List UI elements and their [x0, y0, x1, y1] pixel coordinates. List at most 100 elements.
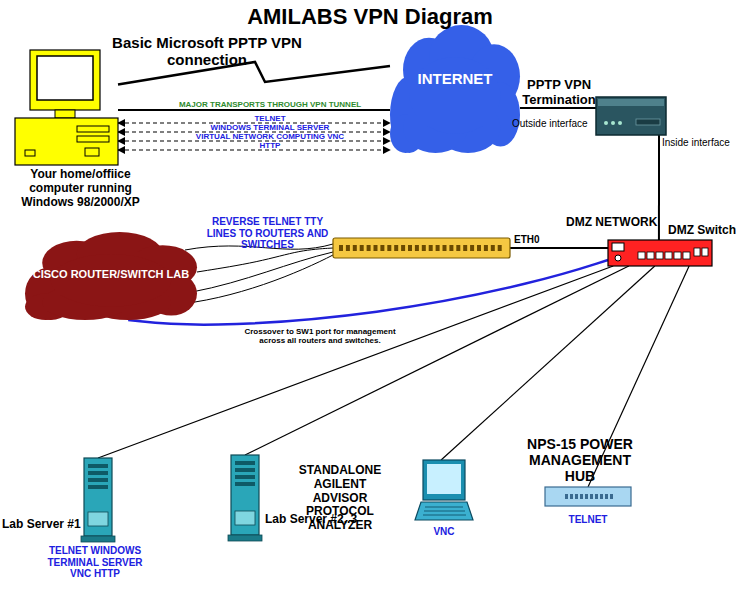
tty-port	[470, 245, 474, 251]
lab-server: Lab Server #1TELNET WINDOWS TERMINAL SER…	[84, 458, 112, 542]
drive-bay	[88, 464, 108, 468]
panel-body	[333, 238, 510, 258]
network-label: DMZ NETWORK	[566, 216, 657, 230]
switch-port	[665, 252, 672, 259]
tower-panel	[88, 512, 108, 526]
crossover-cable	[128, 260, 608, 325]
connector-label: Crossover to SW1 port for management acr…	[240, 327, 400, 345]
power-outlet	[610, 494, 613, 499]
tty-port	[436, 245, 440, 251]
power-hub-shape	[545, 487, 631, 506]
tty-port	[394, 245, 398, 251]
node-label: PPTP VPN Termination	[518, 78, 600, 108]
node-label: INTERNET	[390, 70, 520, 87]
cloud-lobe	[410, 57, 501, 134]
power-outlet	[580, 494, 583, 499]
terminal-server-shape	[333, 238, 510, 258]
internet-cloud-shape	[390, 25, 520, 153]
switch-port	[694, 248, 700, 256]
service-list: TELNET	[548, 514, 628, 526]
switch-port	[647, 252, 654, 259]
node-label: Lab Server #1	[2, 518, 81, 532]
hub-body	[545, 487, 631, 506]
power-outlet	[570, 494, 573, 499]
connector-label: VIRTUAL NETWORK COMPUTING VNC	[150, 132, 390, 141]
drive-bay	[88, 478, 108, 482]
monitor	[30, 50, 100, 110]
cloud-lobe	[51, 254, 171, 307]
power-outlet	[575, 494, 578, 499]
tty-port	[408, 245, 412, 251]
tty-port	[387, 245, 391, 251]
eth0-link	[510, 247, 608, 249]
monitor-screen	[37, 56, 93, 100]
interface-label: Outside interface	[512, 118, 588, 130]
tty-port	[401, 245, 405, 251]
tty-port	[422, 245, 426, 251]
home-computer: Basic Microsoft PPTP VPN connectionYour …	[15, 50, 118, 165]
vpn-concentrator-shape	[596, 97, 666, 135]
power-outlet	[595, 494, 598, 499]
laptop-base	[415, 502, 473, 520]
power-button	[25, 150, 35, 156]
internet-cloud: INTERNET	[390, 25, 520, 153]
tty-port	[374, 245, 378, 251]
tower-base	[228, 535, 262, 541]
tty-port	[449, 245, 453, 251]
tty-port	[484, 245, 488, 251]
lab-server-shape	[231, 455, 259, 541]
connector-label: TELNET	[150, 114, 390, 123]
connector-label: WINDOWS TERMINAL SERVER	[150, 123, 390, 132]
power-outlet	[605, 494, 608, 499]
drive-bay	[77, 136, 109, 142]
cisco-lab-cloud: CISCO ROUTER/SWITCH LAB	[25, 232, 197, 320]
protocol-analyzer-shape	[415, 460, 473, 522]
outside-link	[520, 107, 596, 109]
lab-server: Lab Server #2..3	[231, 455, 259, 541]
protocol-analyzer: STANDALONE AGILENT ADVISOR PROTOCOL ANAL…	[415, 460, 473, 522]
vpn-body	[596, 97, 666, 135]
power-outlet	[590, 494, 593, 499]
tty-port	[367, 245, 371, 251]
tty-port	[491, 245, 495, 251]
lan-link	[245, 266, 629, 455]
vpn-port	[636, 119, 660, 125]
tower-panel	[235, 511, 255, 525]
connector-label: HTTP	[150, 141, 390, 150]
switch-port	[683, 252, 690, 259]
node-label: STANDALONE AGILENT ADVISOR PROTOCOL ANAL…	[290, 464, 390, 533]
dmz-switch-shape	[608, 240, 712, 266]
status-led	[611, 121, 615, 125]
power-outlet	[565, 494, 568, 499]
home-computer-shape	[15, 50, 118, 165]
service-list: VNC	[415, 526, 473, 538]
tty-port	[380, 245, 384, 251]
tty-port	[429, 245, 433, 251]
tty-port	[443, 245, 447, 251]
drive-bay	[85, 148, 99, 156]
terminal-server: ETH0	[333, 238, 510, 258]
lan-link	[441, 266, 655, 460]
switch-body	[608, 240, 712, 266]
lab-server-shape	[84, 458, 112, 542]
switch-port	[638, 252, 645, 259]
dialup-link	[118, 62, 390, 85]
tty-port	[353, 245, 357, 251]
node-label: NPS-15 POWER MANAGEMENT HUB	[512, 436, 648, 484]
node-label: DMZ Switch	[668, 224, 736, 238]
status-led	[618, 121, 622, 125]
tty-port	[415, 245, 419, 251]
console-cable	[197, 248, 333, 272]
vpn-concentrator: PPTP VPN Termination	[596, 97, 666, 135]
power-outlet	[585, 494, 588, 499]
tty-port	[346, 245, 350, 251]
laptop-screen	[427, 464, 461, 494]
status-led	[604, 121, 608, 125]
tty-port	[477, 245, 481, 251]
tty-port	[498, 245, 502, 251]
drive-bay	[88, 471, 108, 475]
tty-port	[456, 245, 460, 251]
tower-base	[81, 536, 115, 542]
connector-label: MAJOR TRANSPORTS THROUGH VPN TUNNEL	[150, 100, 390, 109]
dmz-switch: DMZ Switch	[608, 240, 712, 266]
